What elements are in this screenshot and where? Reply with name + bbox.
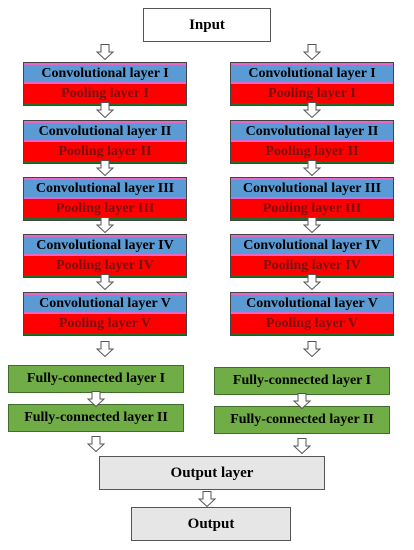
convolutional-layer: Convolutional layer IV: [24, 235, 186, 256]
pooling-layer: Pooling layer II: [231, 142, 393, 163]
convolutional-layer: Convolutional layer II: [24, 121, 186, 142]
down-arrow-icon: [303, 274, 321, 290]
convolutional-layer: Convolutional layer V: [231, 293, 393, 314]
fully-connected-layer: Fully-connected layer II: [8, 404, 184, 432]
down-arrow-icon: [293, 393, 311, 409]
convolutional-layer: Convolutional layer I: [24, 63, 186, 84]
convolutional-layer: Convolutional layer II: [231, 121, 393, 142]
pooling-layer: Pooling layer V: [24, 314, 186, 335]
down-arrow-icon: [87, 391, 105, 407]
convolutional-layer: Convolutional layer III: [24, 178, 186, 199]
convolutional-layer: Convolutional layer III: [231, 178, 393, 199]
fully-connected-layer: Fully-connected layer I: [8, 365, 184, 393]
down-arrow-icon: [303, 341, 321, 357]
input-box: Input: [143, 8, 271, 42]
down-arrow-icon: [293, 438, 311, 454]
pooling-layer: Pooling layer V: [231, 314, 393, 335]
down-arrow-icon: [96, 44, 114, 60]
down-arrow-icon: [303, 44, 321, 60]
down-arrow-icon: [198, 491, 216, 507]
convolutional-layer: Convolutional layer I: [231, 63, 393, 84]
down-arrow-icon: [87, 436, 105, 452]
down-arrow-icon: [303, 102, 321, 118]
output-layer-box: Output layer: [99, 456, 325, 490]
convolutional-layer: Convolutional layer IV: [231, 235, 393, 256]
down-arrow-icon: [303, 217, 321, 233]
convolutional-layer: Convolutional layer V: [24, 293, 186, 314]
down-arrow-icon: [303, 160, 321, 176]
down-arrow-icon: [96, 274, 114, 290]
fully-connected-layer: Fully-connected layer I: [214, 367, 390, 395]
fully-connected-layer: Fully-connected layer II: [214, 406, 390, 434]
down-arrow-icon: [96, 102, 114, 118]
output-box: Output: [131, 507, 291, 541]
pooling-layer: Pooling layer IV: [24, 256, 186, 277]
down-arrow-icon: [96, 160, 114, 176]
down-arrow-icon: [96, 217, 114, 233]
pooling-layer: Pooling layer I: [24, 84, 186, 105]
down-arrow-icon: [96, 341, 114, 357]
